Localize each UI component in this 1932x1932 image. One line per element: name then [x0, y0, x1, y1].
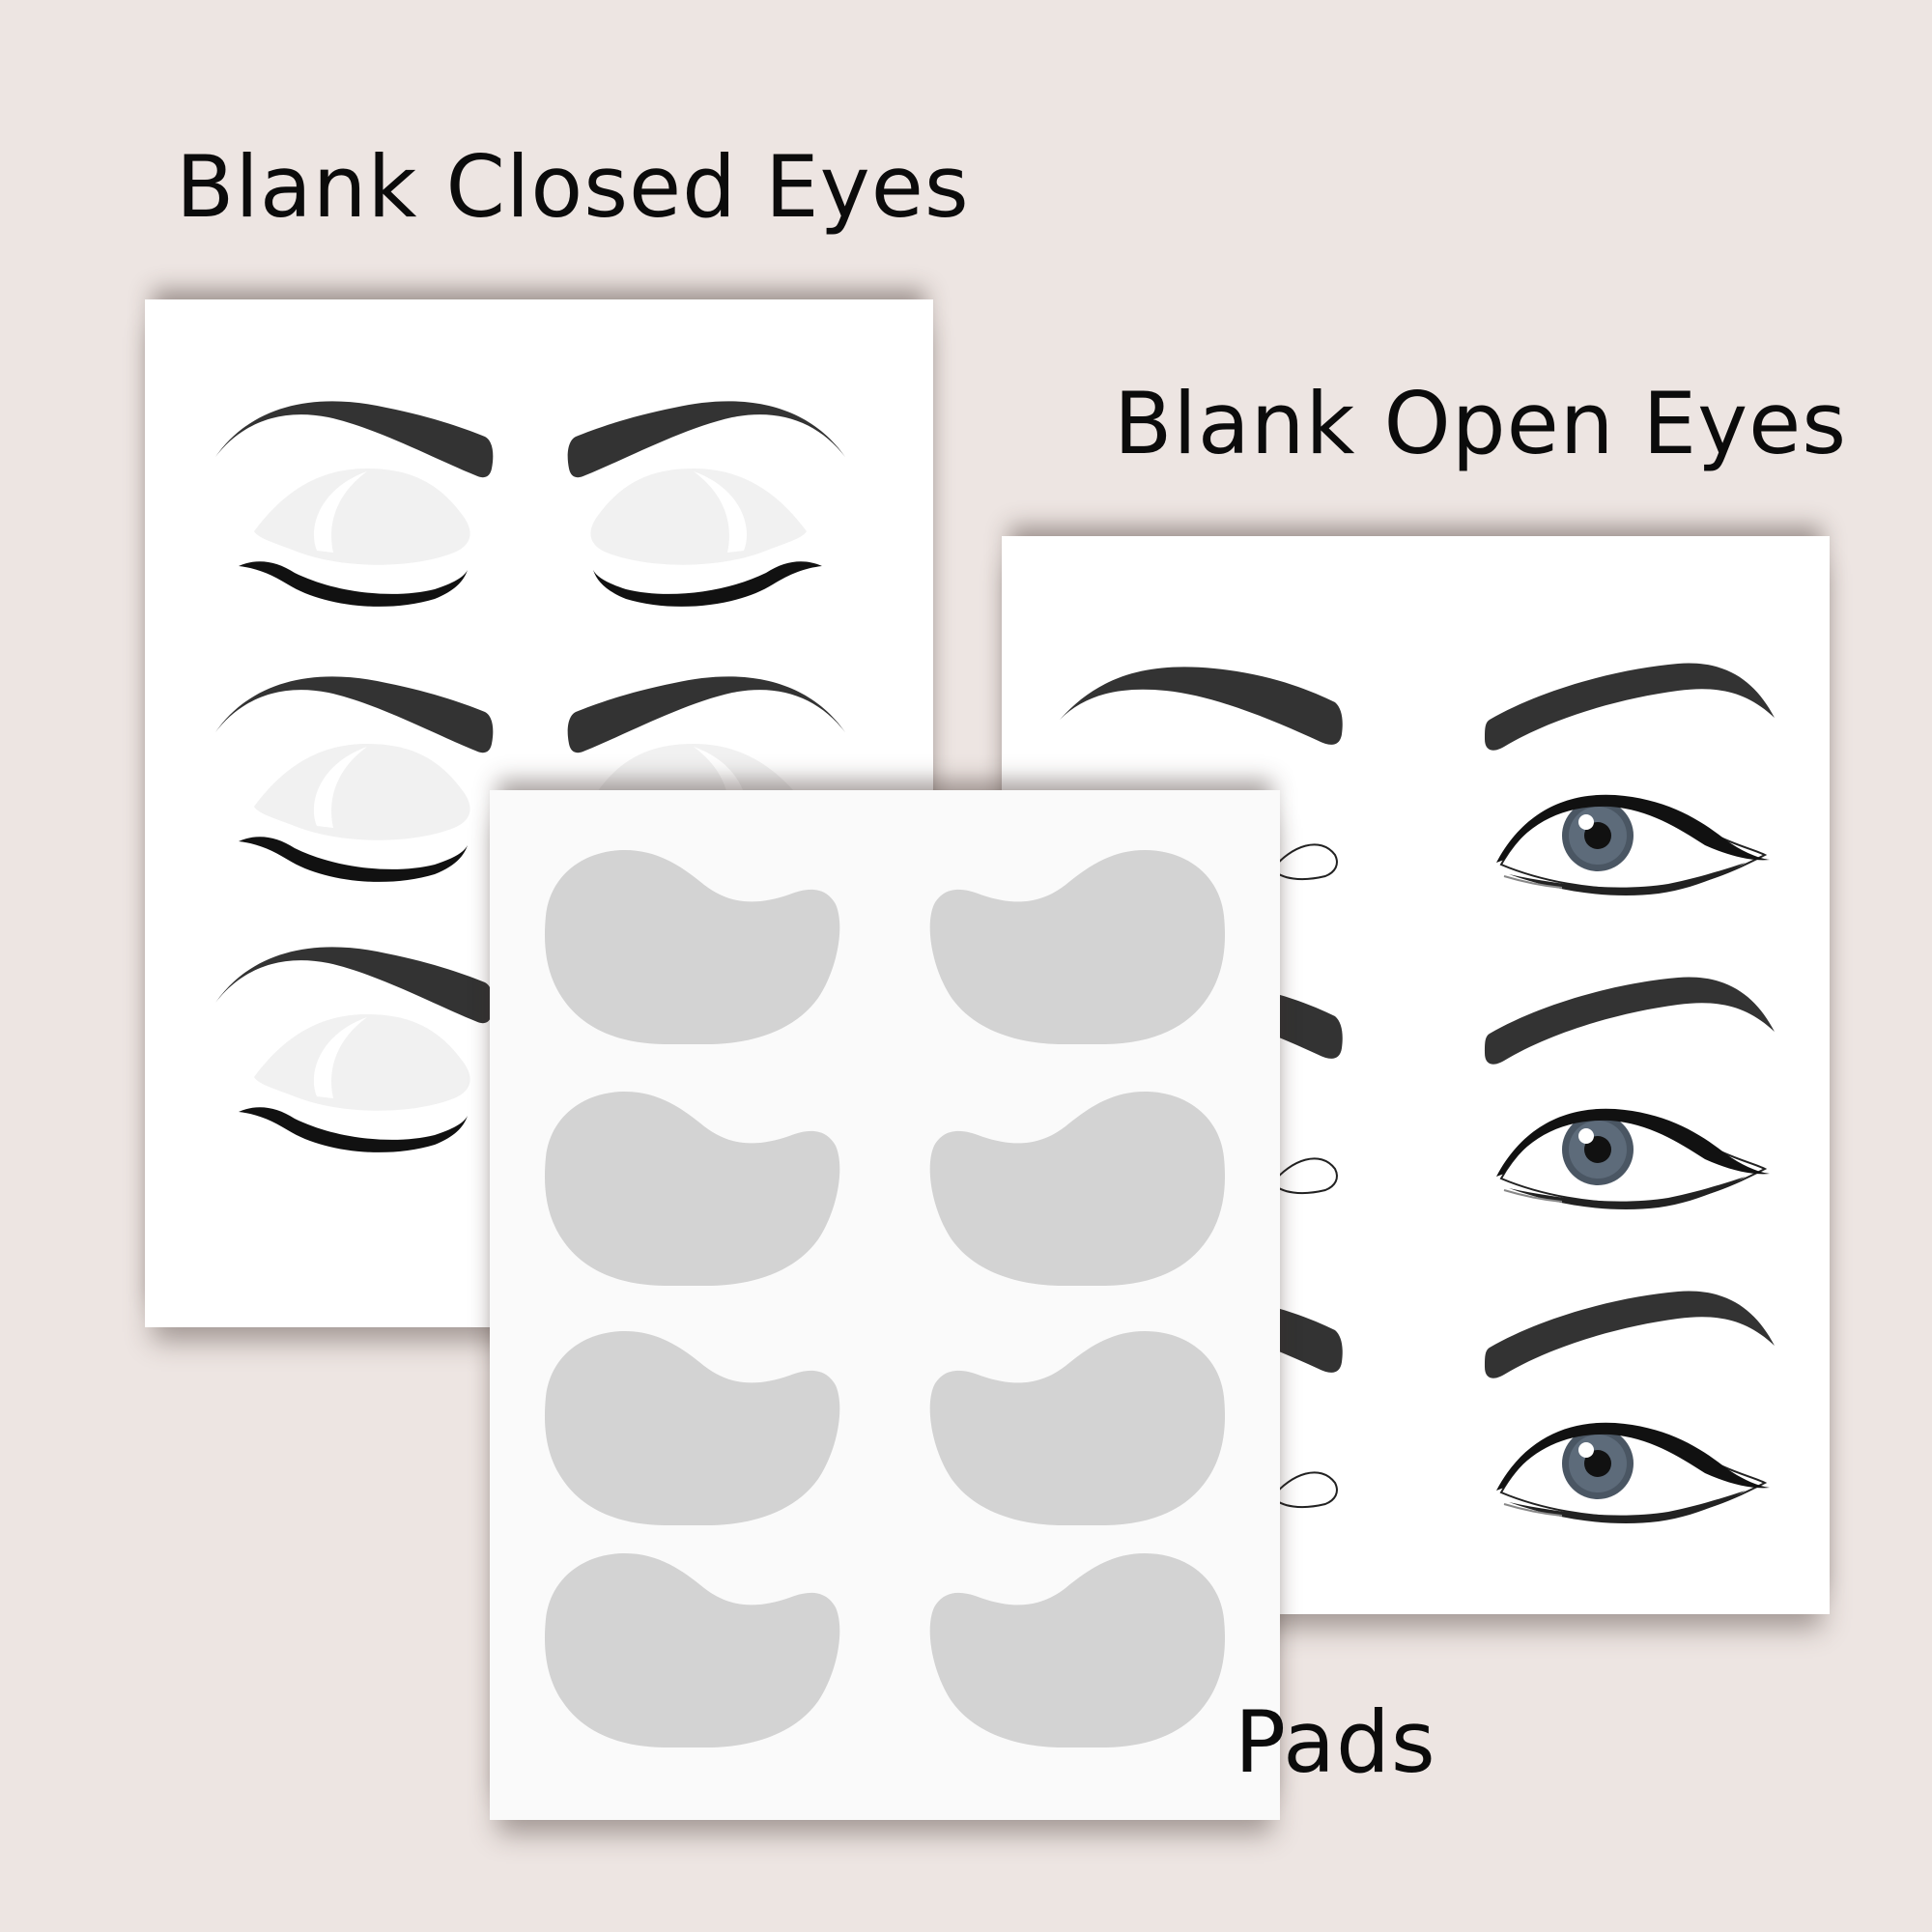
eye-pad — [544, 1553, 840, 1747]
eye-pad — [929, 1331, 1226, 1525]
pad-row — [544, 1331, 1226, 1525]
pad-row — [544, 1553, 1226, 1747]
eye-pad — [929, 1092, 1226, 1286]
eye-pad — [544, 1331, 840, 1525]
eye-pad — [929, 1553, 1226, 1747]
closed-eyes-label: Blank Closed Eyes — [176, 137, 970, 237]
eye-pad — [544, 1092, 840, 1286]
eye-pad — [544, 850, 840, 1044]
eye-pad — [929, 850, 1226, 1044]
pads-sheet — [490, 790, 1280, 1820]
pads-label: Pads — [1235, 1692, 1436, 1792]
open-eyes-label: Blank Open Eyes — [1114, 374, 1848, 473]
closed-eye-row — [215, 401, 845, 607]
pad-row — [544, 1092, 1226, 1286]
pads-art — [544, 850, 1226, 1747]
pad-row — [544, 850, 1226, 1044]
